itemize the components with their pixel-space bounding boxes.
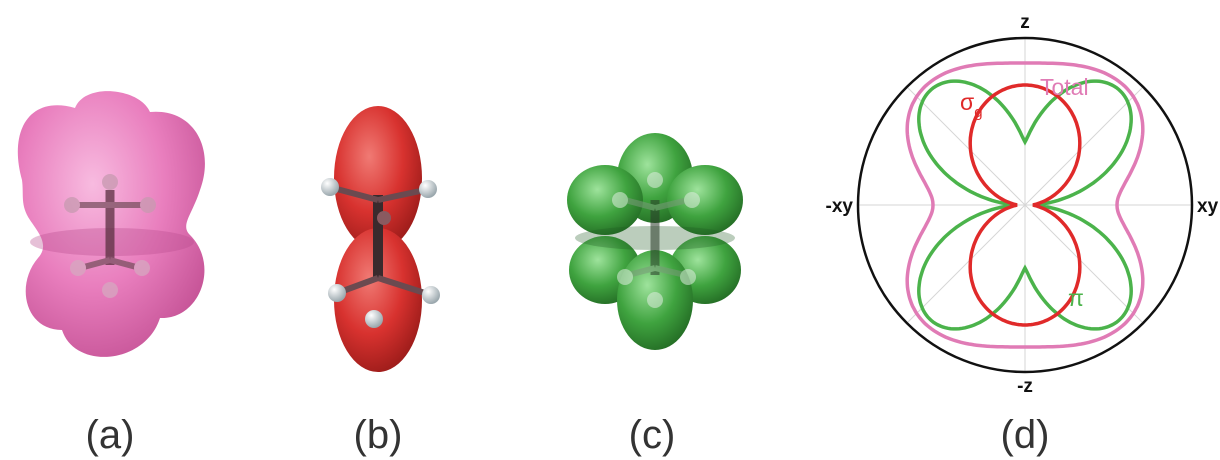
- pi-lobe-upper-right: [667, 165, 743, 235]
- pi-curve: [917, 79, 1133, 331]
- panel-label-a: (a): [86, 413, 135, 457]
- panel-b-orbital: [321, 106, 440, 372]
- total-curve-label: Total: [1040, 74, 1089, 100]
- ethylene-molecule-a: [64, 174, 156, 298]
- panel-d-polar-plot: z -z -xy xy Total σg π: [826, 12, 1219, 397]
- sigma-lobe-top: [334, 106, 422, 250]
- panel-label-b: (b): [354, 413, 403, 457]
- total-curve: [905, 61, 1145, 349]
- ethylene-molecule-c: [612, 172, 700, 308]
- panel-label-c: (c): [629, 413, 676, 457]
- axis-label-neg-z: -z: [1017, 376, 1033, 397]
- axis-label-z: z: [1020, 12, 1030, 33]
- axis-label-xy: xy: [1197, 196, 1219, 217]
- panel-a-orbital: [17, 91, 205, 357]
- sigma-g-curve-label: σg: [960, 89, 983, 121]
- sigma-symbol: σ: [960, 89, 974, 115]
- pi-lobe-upper-left: [567, 165, 643, 235]
- panel-label-d: (d): [1001, 413, 1050, 457]
- sigma-subscript: g: [974, 104, 982, 121]
- panel-c-orbital: [567, 133, 743, 350]
- ethylene-molecule-b: [321, 178, 440, 328]
- sigma-g-curve: [968, 83, 1082, 327]
- polar-grid: [858, 38, 1192, 372]
- pi-curve-label: π: [1068, 285, 1084, 311]
- axis-label-neg-xy: -xy: [826, 196, 854, 217]
- polar-plot-boundary: [856, 36, 1194, 374]
- sigma-lobe-bottom: [334, 228, 422, 372]
